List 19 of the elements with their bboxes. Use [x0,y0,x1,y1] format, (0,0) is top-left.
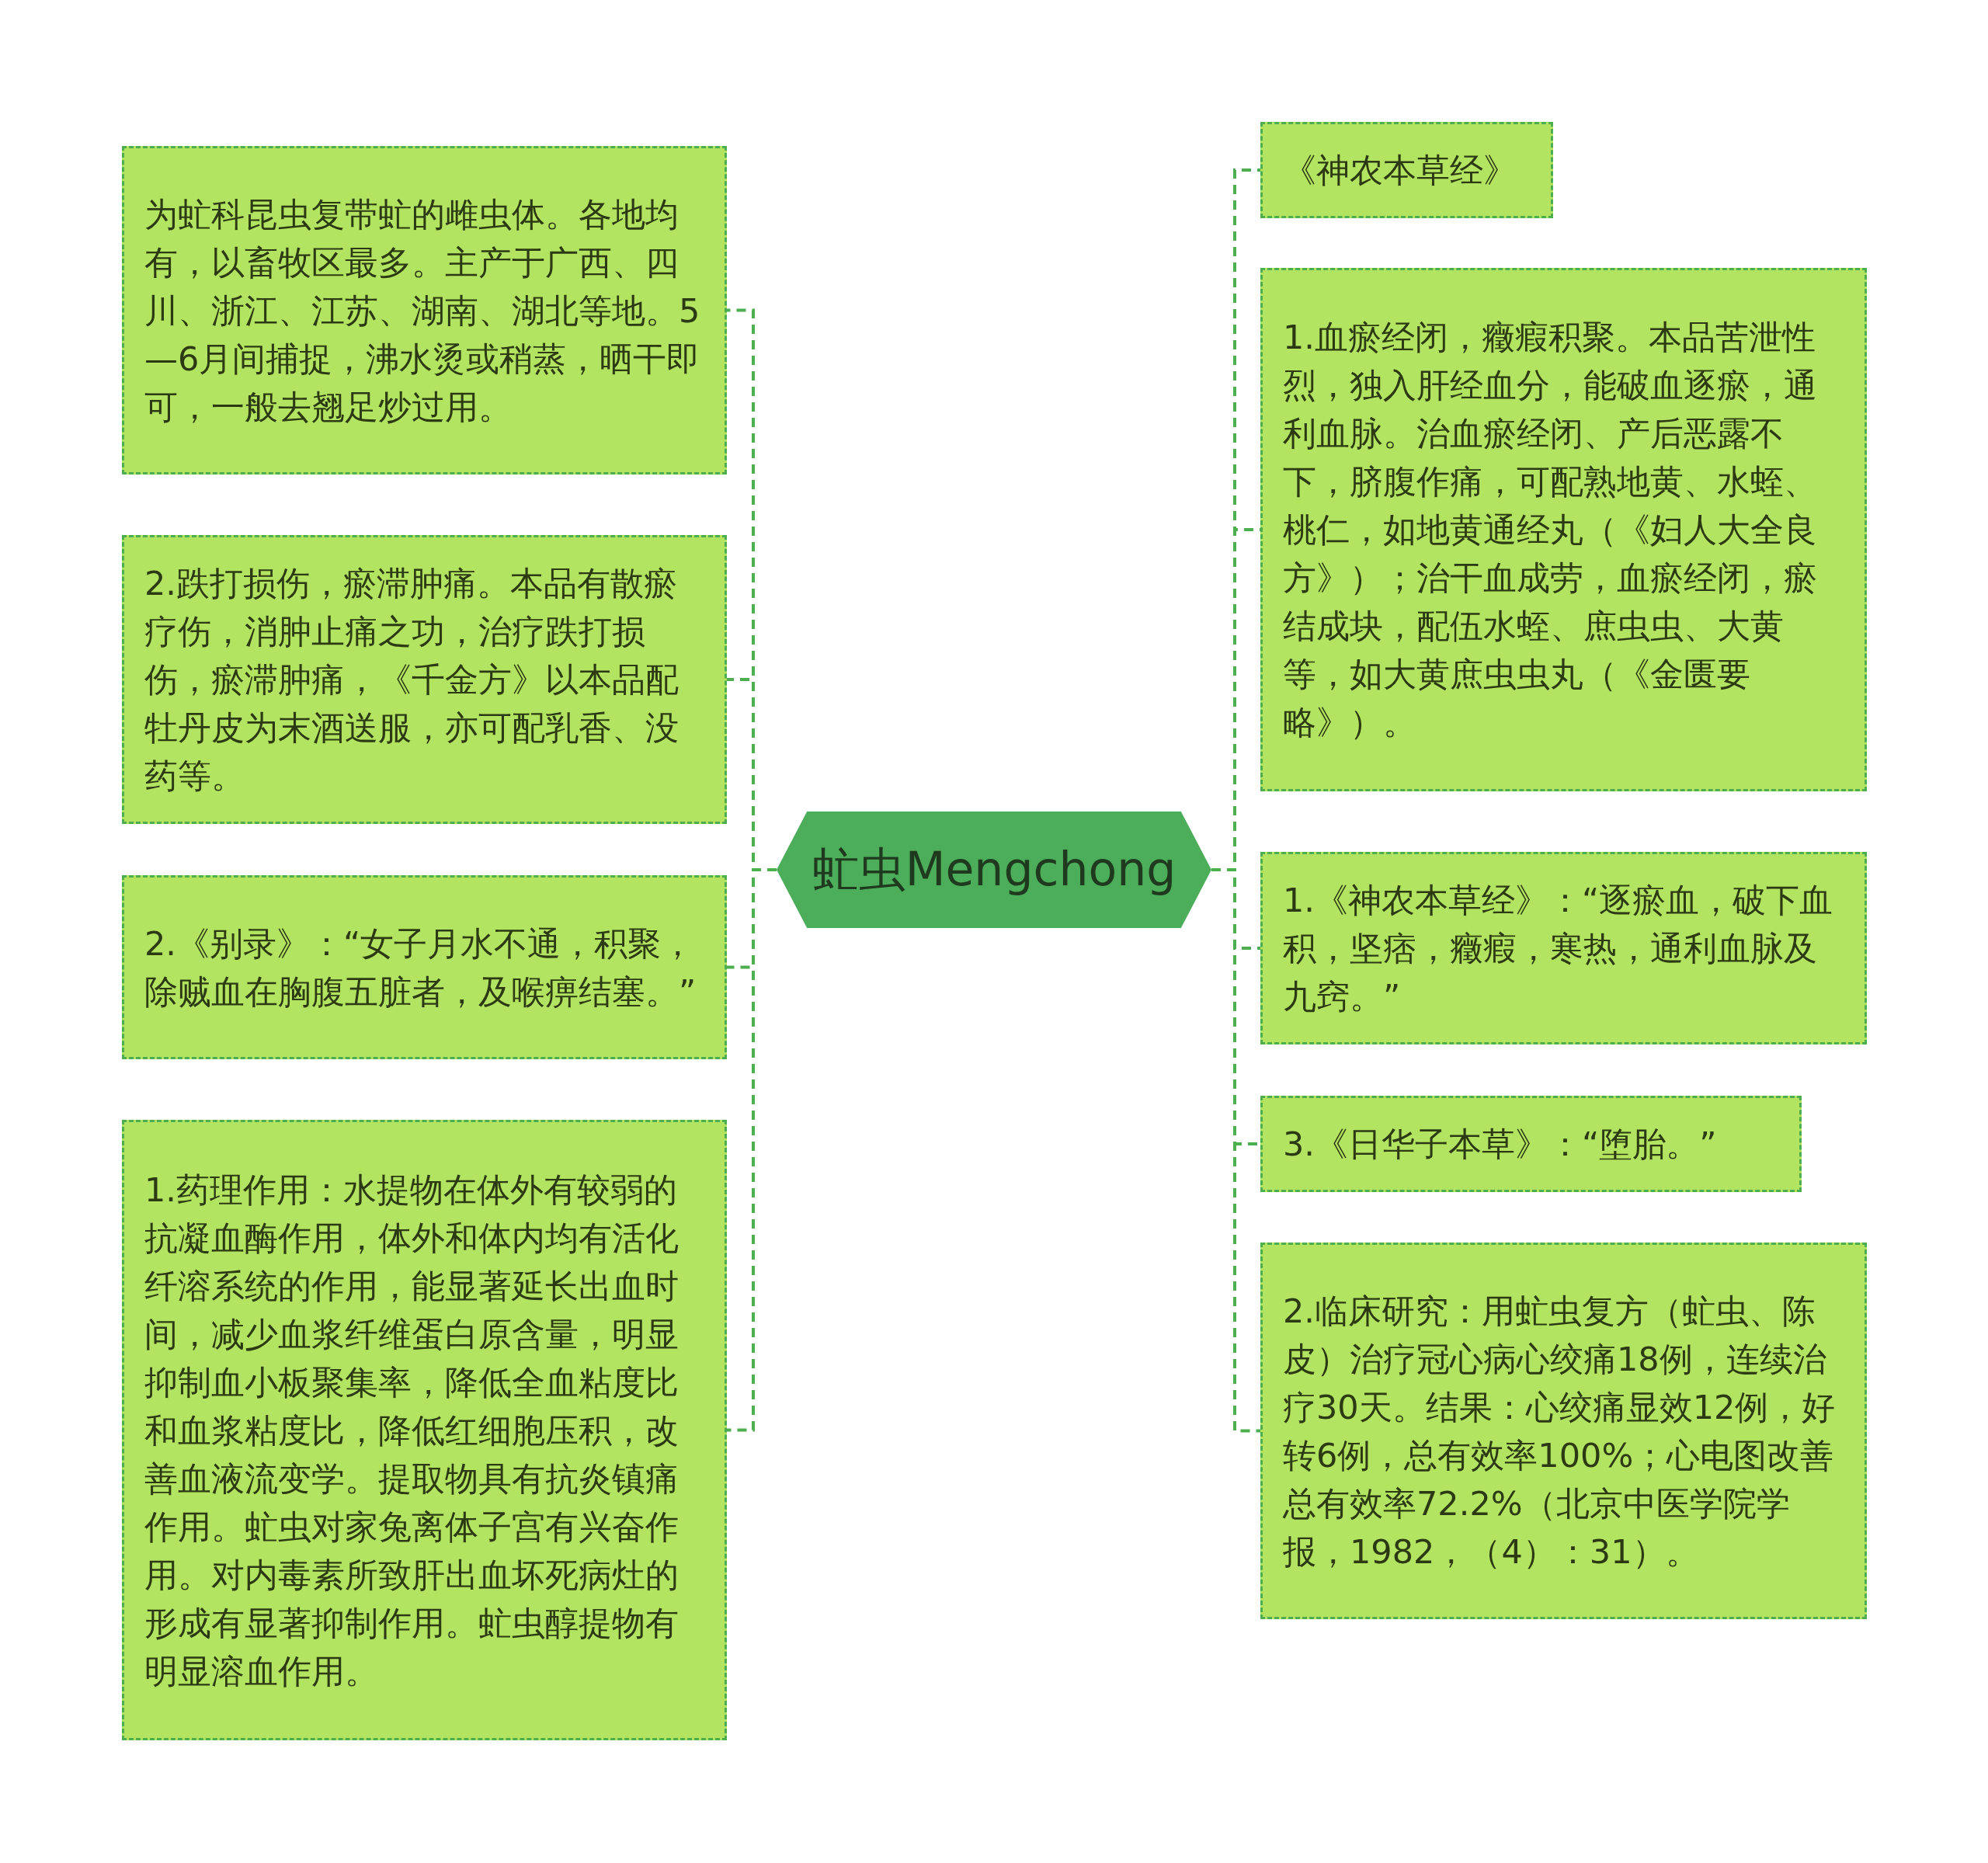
note-text: 2.临床研究：用虻虫复方（虻虫、陈皮）治疗冠心病心绞痛18例，连续治疗30天。结果：心绞痛显效12例，好转6例，总有效率100%；心电图改善总有效率72.2%（北京中医学院学报，1982，（4）：31）。 [1283,1290,1837,1573]
note-box [1260,122,1553,218]
note-text: 《神农本草经》 [1283,150,1517,191]
note-box [1260,1096,1802,1192]
note-box [122,146,727,474]
note-box [1260,268,1867,791]
note-text: 为虻科昆虫复带虻的雌虫体。各地均有，以畜牧区最多。主产于广西、四川、浙江、江苏、湖南、湖北等地。5—6月间捕捉，沸水烫或稍蒸，晒干即可，一般去翘足炒过用。 [144,193,701,428]
topic-title: 虻虫Mengchong [812,840,1176,898]
note-box [122,1120,727,1740]
note-text: 1.药理作用：水提物在体外有较弱的抗凝血酶作用，体外和体内均有活化纤溶系统的作用，能显著延长出血时间，减少血浆纤维蛋白原含量，明显抑制血小板聚集率，降低全血粘度比和血浆粘度比，降低红细胞压积，改善血液流变学。提取物具有抗炎镇痛作用。虻虫对家兔离体子宫有兴奋作用。对内毒素所致肝出血坏死病灶的形成有显著抑制作用。虻虫醇提物有明显溶血作用。 [144,1169,679,1692]
note-text: 1.《神农本草经》：“逐瘀血，破下血积，坚痞，癥瘕，寒热，通利血脉及九窍。” [1283,880,1834,1017]
note-box [1260,1243,1867,1619]
note-text: 3.《日华子本草》：“堕胎。” [1283,1124,1717,1165]
note-text: 2.跌打损伤，瘀滞肿痛。本品有散瘀疗伤，消肿止痛之功，治疗跌打损伤，瘀滞肿痛，《千金方》以本品配牡丹皮为末酒送服，亦可配乳香、没药等。 [144,563,679,797]
note-box [122,875,727,1059]
note-box [122,535,727,824]
note-text: 1.血瘀经闭，癥瘕积聚。本品苦泄性烈，独入肝经血分，能破血逐瘀，通利血脉。治血瘀经闭、产后恶露不下，脐腹作痛，可配熟地黄、水蛭、桃仁，如地黄通经丸（《妇人大全良方》）；治干血成劳，血瘀经闭，瘀结成块，配伍水蛭、庶虫虫、大黄等，如大黄庶虫虫丸（《金匮要略》）。 [1283,317,1818,743]
note-text: 2.《别录》：“女子月水不通，积聚，除贼血在胸腹五脏者，及喉痹结塞。” [144,923,697,1013]
note-box [1260,852,1867,1044]
